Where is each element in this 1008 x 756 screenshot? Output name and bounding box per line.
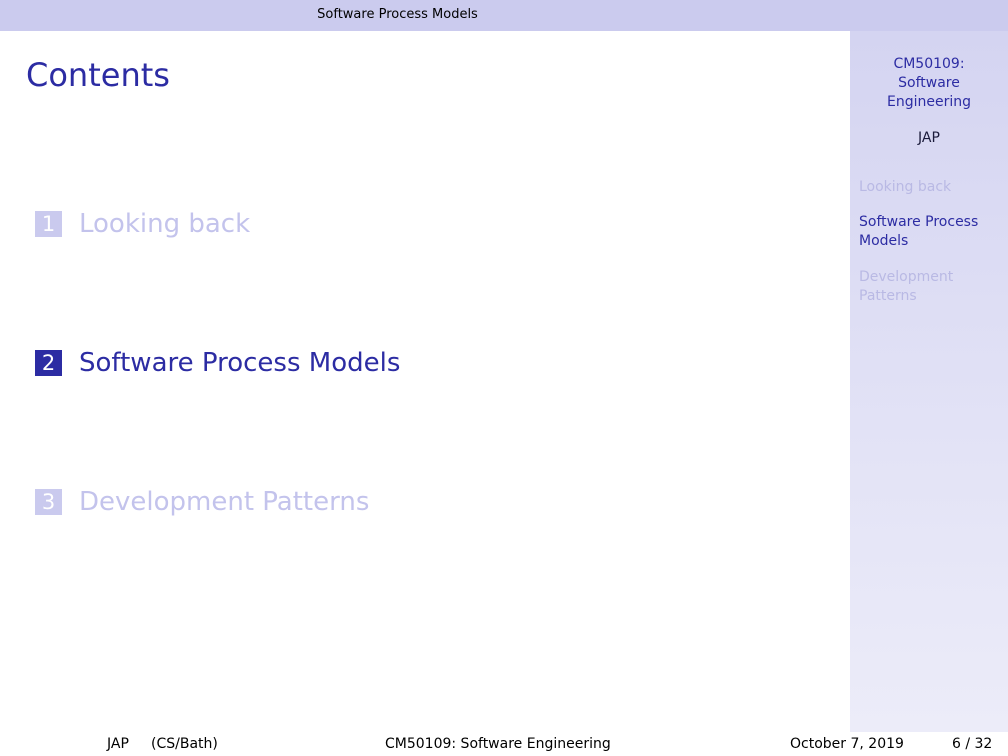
sidebar-item-software-process-models[interactable]: Software Process Models [859, 213, 999, 251]
footer-date[interactable]: October 7, 2019 [790, 736, 904, 752]
sidebar-item-label-line: Models [859, 233, 909, 249]
toc-number-badge: 2 [35, 350, 62, 376]
header-bar: Software Process Models [0, 0, 1008, 31]
sidebar-item-label-line: Software Process [859, 214, 979, 230]
toc-item-label: Looking back [79, 209, 251, 239]
sidebar-course-title-line: CM50109: [893, 56, 965, 72]
sidebar-item-label: Looking back [859, 179, 952, 195]
footer-title[interactable]: CM50109: Software Engineering [385, 736, 611, 752]
sidebar-author[interactable]: JAP [918, 130, 940, 146]
toc-item-looking-back[interactable]: 1 Looking back [35, 209, 250, 239]
toc-number-badge: 3 [35, 489, 62, 515]
sidebar: CM50109: Software Engineering JAP Lookin… [850, 31, 1008, 732]
sidebar-item-label-line: Patterns [859, 288, 917, 304]
toc-item-development-patterns[interactable]: 3 Development Patterns [35, 487, 369, 517]
sidebar-item-development-patterns[interactable]: Development Patterns [859, 268, 999, 306]
toc-item-software-process-models[interactable]: 2 Software Process Models [35, 348, 400, 378]
sidebar-course-title-line: Software [898, 75, 960, 91]
footer: JAP (CS/Bath) CM50109: Software Engineer… [0, 732, 1008, 756]
footer-institute[interactable]: (CS/Bath) [151, 736, 218, 752]
section-title[interactable]: Software Process Models [317, 7, 478, 22]
sidebar-course-title[interactable]: CM50109: Software Engineering [850, 55, 1008, 112]
footer-author[interactable]: JAP [107, 736, 129, 752]
page-title: Contents [26, 56, 170, 94]
toc-item-label: Development Patterns [79, 487, 370, 517]
toc-number-badge: 1 [35, 211, 62, 237]
sidebar-item-label-line: Development [859, 269, 954, 285]
footer-page-number[interactable]: 6 / 32 [952, 736, 993, 752]
sidebar-item-looking-back[interactable]: Looking back [859, 178, 999, 197]
toc-item-label: Software Process Models [79, 348, 401, 378]
sidebar-course-title-line: Engineering [887, 94, 971, 110]
